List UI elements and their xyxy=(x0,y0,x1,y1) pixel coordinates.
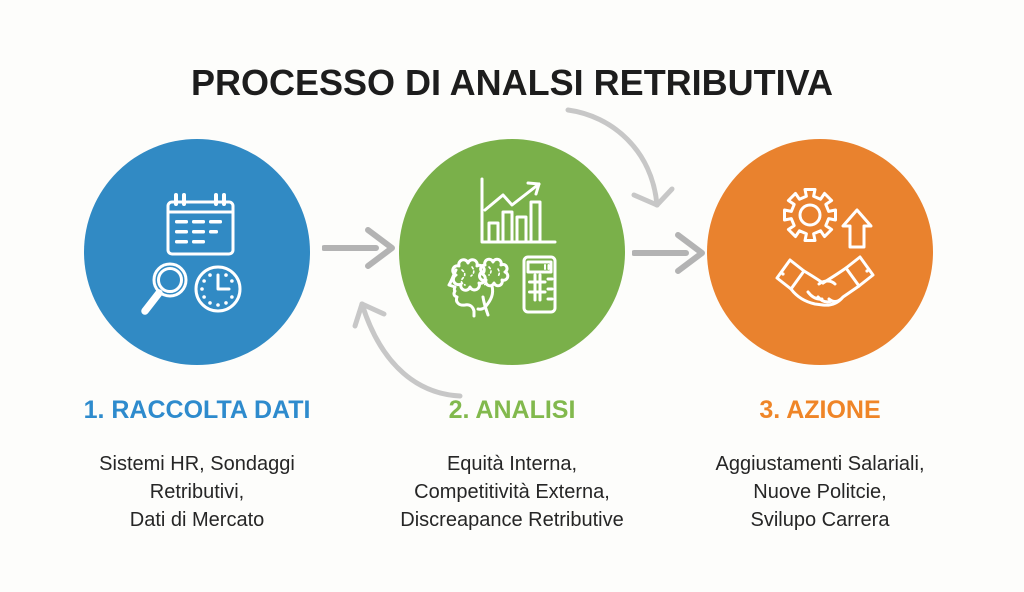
bar-chart-icon xyxy=(480,177,557,244)
brain-head-icon xyxy=(447,257,510,318)
arrow-step2-to-step3 xyxy=(632,232,705,274)
up-arrow-icon xyxy=(841,208,873,249)
step2-description: Equità Interna, Competitività Externa, D… xyxy=(400,453,624,531)
step3-circle xyxy=(707,139,933,365)
step2-label: 2. ANALISI xyxy=(448,396,576,424)
step2-circle xyxy=(399,139,625,365)
magnifier-icon xyxy=(141,262,188,315)
step3-description: Aggiustamenti Salariali, Nuove Politcie,… xyxy=(715,453,925,531)
calculator-icon xyxy=(522,255,557,314)
step1-circle xyxy=(84,139,310,365)
handshake-icon xyxy=(775,255,875,307)
step3-label: 3. AZIONE xyxy=(759,396,881,424)
step1-description: Sistemi HR, Sondaggi Retributivi, Dati d… xyxy=(99,453,295,531)
page-title: PROCESSO DI ANALSI RETRIBUTIVA xyxy=(190,62,834,104)
calendar-icon xyxy=(166,193,235,256)
arrow-step1-to-step2 xyxy=(322,227,395,269)
clock-icon xyxy=(194,265,242,313)
step1-label: 1. RACCOLTA DATI xyxy=(83,396,311,424)
gear-icon xyxy=(783,188,837,242)
